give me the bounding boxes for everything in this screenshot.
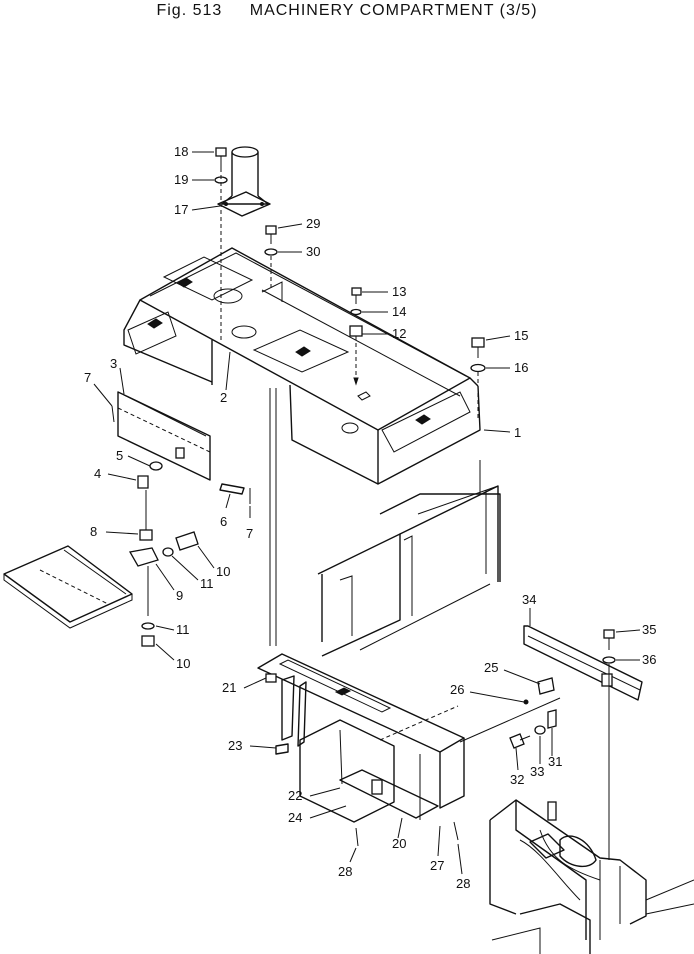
callout-33: 33 bbox=[530, 764, 544, 779]
hood-cover bbox=[123, 247, 481, 485]
callout-21: 21 bbox=[222, 680, 236, 695]
callout-28a: 28 bbox=[338, 864, 352, 879]
callout-25: 25 bbox=[484, 660, 498, 675]
lower-cover bbox=[257, 653, 465, 847]
callout-29: 29 bbox=[306, 216, 320, 231]
callout-36: 36 bbox=[642, 652, 656, 667]
callout-9: 9 bbox=[176, 588, 183, 603]
frame-structure bbox=[269, 388, 501, 657]
callout-8: 8 bbox=[90, 524, 97, 539]
callout-22: 22 bbox=[288, 788, 302, 803]
callout-30: 30 bbox=[306, 244, 320, 259]
main-frame-corner bbox=[489, 799, 694, 954]
callout-26: 26 bbox=[450, 682, 464, 697]
figure-number: Fig. 513 bbox=[156, 2, 223, 19]
callout-24: 24 bbox=[288, 810, 302, 825]
callout-28b: 28 bbox=[456, 876, 470, 891]
right-bracket bbox=[459, 625, 643, 860]
callout-10b: 10 bbox=[176, 656, 190, 671]
figure-header: Fig. 513 MACHINERY COMPARTMENT (3/5) bbox=[0, 2, 694, 20]
callout-27: 27 bbox=[430, 858, 444, 873]
callout-17: 17 bbox=[174, 202, 188, 217]
callout-32: 32 bbox=[510, 772, 524, 787]
callout-14: 14 bbox=[392, 304, 406, 319]
callout-13: 13 bbox=[392, 284, 406, 299]
callout-35: 35 bbox=[642, 622, 656, 637]
exhaust-stack bbox=[214, 146, 271, 340]
side-panel bbox=[111, 391, 251, 530]
callout-34: 34 bbox=[522, 592, 536, 607]
figure-title: MACHINERY COMPARTMENT (3/5) bbox=[249, 2, 538, 19]
callout-15: 15 bbox=[514, 328, 528, 343]
callout-6: 6 bbox=[220, 514, 227, 529]
callout-1: 1 bbox=[514, 425, 521, 440]
callout-2: 2 bbox=[220, 390, 227, 405]
callout-11b: 11 bbox=[176, 622, 190, 637]
callout-20: 20 bbox=[392, 836, 406, 851]
callout-labels: 18 19 17 29 30 13 14 12 15 16 1 2 bbox=[84, 144, 656, 891]
callout-16: 16 bbox=[514, 360, 528, 375]
callout-19: 19 bbox=[174, 172, 188, 187]
callout-7b: 7 bbox=[246, 526, 253, 541]
callout-11a: 11 bbox=[200, 576, 214, 591]
callout-23: 23 bbox=[228, 738, 242, 753]
hinge-assembly bbox=[3, 529, 199, 647]
hood-fasteners bbox=[264, 225, 486, 420]
callout-7a: 7 bbox=[84, 370, 91, 385]
callout-5: 5 bbox=[116, 448, 123, 463]
callout-10a: 10 bbox=[216, 564, 230, 579]
callout-12: 12 bbox=[392, 326, 406, 341]
callout-4: 4 bbox=[94, 466, 101, 481]
callout-3: 3 bbox=[110, 356, 117, 371]
callout-18: 18 bbox=[174, 144, 188, 159]
callout-31: 31 bbox=[548, 754, 562, 769]
